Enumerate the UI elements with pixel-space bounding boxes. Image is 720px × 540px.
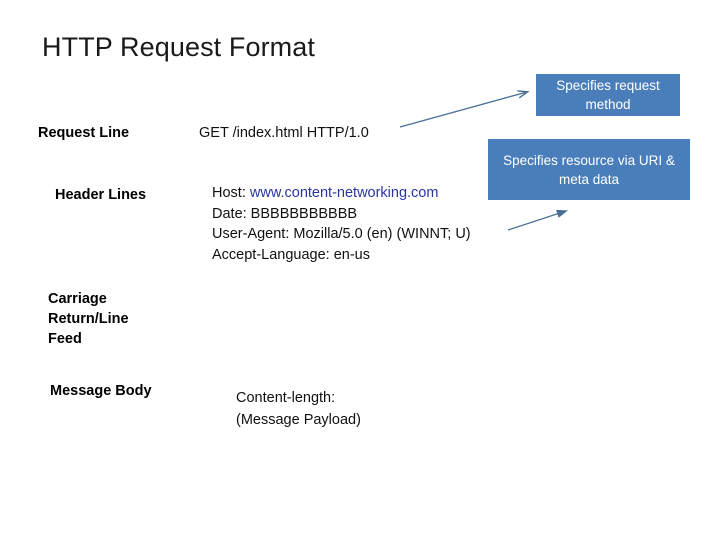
arrow-to-resource-icon	[507, 211, 566, 231]
header-line-date: Date: BBBBBBBBBBB	[212, 205, 358, 222]
header-line-host: Host: www.content-networking.com	[212, 183, 471, 204]
label-message-body: Message Body	[50, 383, 152, 399]
value-request-line: GET /index.html HTTP/1.0	[199, 125, 369, 141]
header-line-host-name: Host:	[212, 185, 250, 201]
header-lines-block: Host: www.content-networking.com Date: B…	[212, 183, 471, 265]
arrow-to-method-icon	[399, 92, 527, 128]
callout-specifies-request-method: Specifies request method	[536, 74, 680, 116]
message-body-block: Content-length: (Message Payload)	[236, 387, 361, 431]
label-carriage-return-line-feed: Carriage Return/Line Feed	[48, 291, 129, 347]
message-body-payload: (Message Payload)	[236, 412, 361, 428]
header-line-host-url: www.content-networking.com	[249, 185, 439, 201]
label-request-line: Request Line	[38, 125, 130, 141]
header-line-accept-language: Accept-Language: en-us	[212, 246, 370, 263]
callout-specifies-resource-via-uri: Specifies resource via URI & meta data	[488, 139, 690, 200]
header-line-user-agent: User-Agent: Mozilla/5.0 (en) (WINNT; U)	[212, 226, 471, 242]
message-body-content-length: Content-length:	[236, 390, 336, 406]
label-header-lines: Header Lines	[55, 187, 147, 203]
page-title: HTTP Request Format	[42, 32, 315, 62]
